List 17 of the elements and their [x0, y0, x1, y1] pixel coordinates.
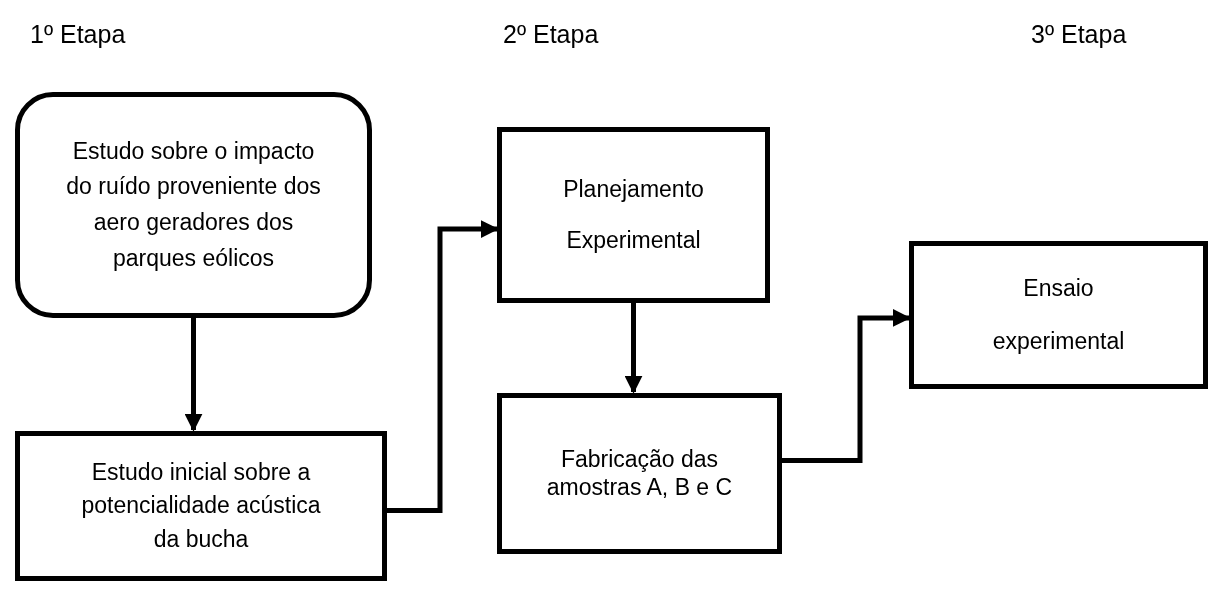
node-text: Estudo sobre o impacto do ruído proveniente dos aero geradores dos parques eólicos	[65, 136, 322, 273]
process-box	[497, 393, 782, 554]
rounded-box	[15, 92, 372, 318]
stage-label: 2º Etapa	[503, 20, 599, 49]
process-box	[497, 127, 770, 303]
process-box	[909, 241, 1208, 389]
arrow	[624, 303, 643, 394]
node-text: Planejamento Experimental	[562, 175, 705, 255]
stage-label: 3º Etapa	[1031, 20, 1127, 49]
node-text: Ensaio experimental	[991, 274, 1126, 356]
arrow	[387, 220, 499, 513]
node-text: Estudo inicial sobre a potencialidade acústica da bucha	[80, 458, 322, 554]
node-text: Fabricação das amostras A, B e C	[545, 445, 734, 502]
process-box	[15, 431, 387, 581]
arrow	[184, 318, 203, 432]
arrow	[782, 308, 911, 464]
stage-label: 1º Etapa	[30, 20, 126, 49]
